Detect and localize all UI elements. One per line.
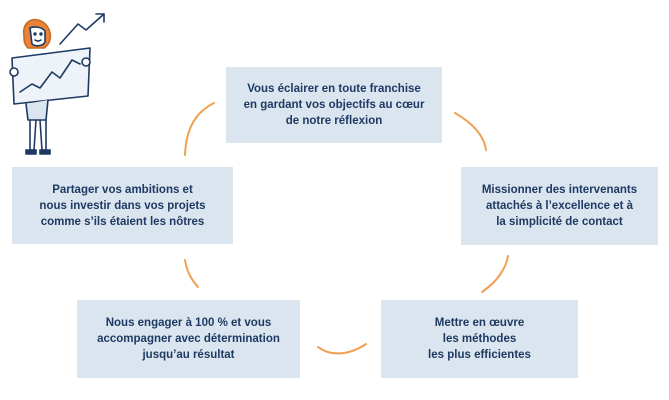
arc-top-right	[454, 112, 487, 151]
arc-left	[184, 259, 199, 288]
step-top-box: Vous éclairer en toute franchise en gard…	[226, 67, 442, 143]
step-left-line-2: nous investir dans vos projets	[39, 199, 206, 212]
step-bottom-left-line-1: Nous engager à 100 % et vous	[105, 317, 272, 329]
step-right-line-2: attachés à l’excellence et à	[485, 200, 634, 212]
step-top-line-3: de notre réflexion	[285, 115, 383, 127]
step-bottom-right-line-1: Mettre en œuvre	[434, 317, 525, 329]
step-left-line-3: comme s’ils étaient les nôtres	[40, 215, 205, 228]
arc-top-left	[184, 102, 215, 156]
step-left-box: Partager vos ambitions et nous investir …	[12, 167, 233, 244]
step-bottom-left-line-2: accompagner avec détermination	[97, 333, 280, 345]
arc-bottom	[317, 343, 367, 355]
step-right-line-1: Missionner des intervenants	[481, 184, 638, 196]
step-bottom-left-line-3: jusqu’au résultat	[142, 349, 235, 361]
step-top-line-2: en gardant vos objectifs au cœur	[243, 99, 425, 111]
step-bottom-right-box: Mettre en œuvre les méthodes les plus ef…	[381, 300, 578, 378]
step-top-line-1: Vous éclairer en toute franchise	[247, 83, 421, 95]
step-left-line-1: Partager vos ambitions et	[52, 183, 193, 196]
step-right-line-3: la simplicité de contact	[496, 216, 623, 228]
step-right-box: Missionner des intervenants attachés à l…	[461, 167, 658, 245]
step-bottom-right-line-2: les méthodes	[442, 333, 517, 345]
arc-right	[481, 255, 509, 293]
step-bottom-right-line-3: les plus efficientes	[428, 349, 531, 361]
step-bottom-left-box: Nous engager à 100 % et vous accompagner…	[77, 300, 300, 378]
